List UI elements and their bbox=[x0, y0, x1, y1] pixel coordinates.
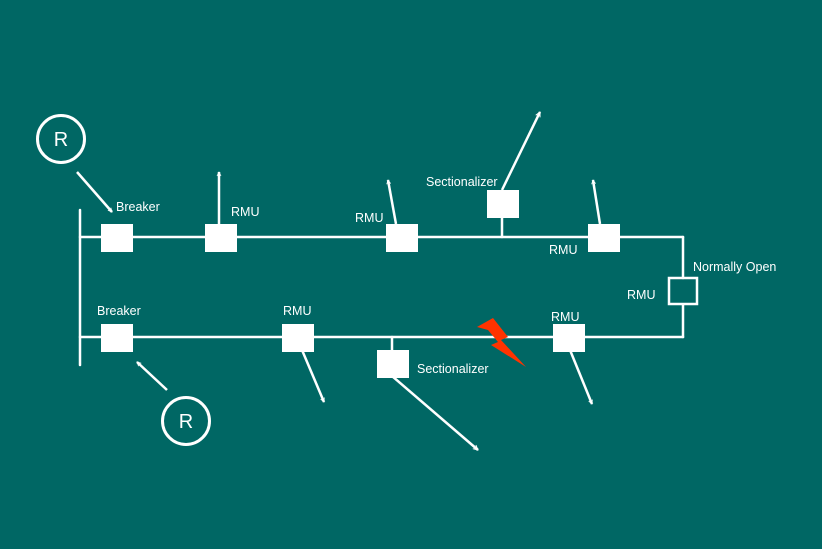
relay-top-label: R bbox=[54, 129, 68, 151]
top-sectionalizer-box bbox=[487, 190, 519, 218]
top-rmu-1-box bbox=[205, 224, 237, 252]
bottom-rmu-1-box bbox=[282, 324, 314, 352]
relay-bottom: R bbox=[161, 396, 211, 446]
top-rmu-3-box bbox=[588, 224, 620, 252]
bottom-sectionalizer-box bbox=[377, 350, 409, 378]
relay-trip-arrow-bottom bbox=[136, 361, 168, 391]
load-arrow-bottom-rmu-2 bbox=[568, 349, 594, 404]
relay-top-circle bbox=[36, 114, 86, 164]
top-rmu-2-label: RMU bbox=[355, 211, 383, 225]
bottom-sectionalizer-label: Sectionalizer bbox=[417, 362, 489, 376]
relay-bottom-circle bbox=[161, 396, 211, 446]
relay-top: R bbox=[36, 114, 86, 164]
bottom-breaker-box bbox=[101, 324, 133, 352]
tie-status-label: Normally Open bbox=[693, 260, 776, 274]
top-breaker-box bbox=[101, 224, 133, 252]
relay-trip-arrow-top bbox=[76, 171, 113, 213]
lightning-bolt-icon bbox=[477, 318, 526, 367]
top-rmu-1-label: RMU bbox=[231, 205, 259, 219]
relay-bottom-label: R bbox=[179, 411, 193, 433]
top-rmu-3-label: RMU bbox=[549, 243, 577, 257]
load-arrow-top-rmu-3 bbox=[593, 180, 602, 225]
load-arrow-bottom-rmu-1 bbox=[300, 349, 326, 402]
top-breaker-label: Breaker bbox=[116, 200, 160, 214]
bottom-rmu-2-box bbox=[553, 324, 585, 352]
top-rmu-2-box bbox=[386, 224, 418, 252]
top-sectionalizer-label: Sectionalizer bbox=[426, 175, 498, 189]
bottom-rmu-1-label: RMU bbox=[283, 304, 311, 318]
load-arrow-top-sectionalizer bbox=[500, 112, 542, 191]
bottom-rmu-2-label: RMU bbox=[551, 310, 579, 324]
load-arrow-top-rmu-2 bbox=[388, 180, 398, 225]
load-arrow-bottom-sectionalizer bbox=[391, 375, 479, 451]
bottom-breaker-label: Breaker bbox=[97, 304, 141, 318]
tie-rmu-label: RMU bbox=[627, 288, 655, 302]
tie-rmu-open-box bbox=[667, 276, 699, 306]
